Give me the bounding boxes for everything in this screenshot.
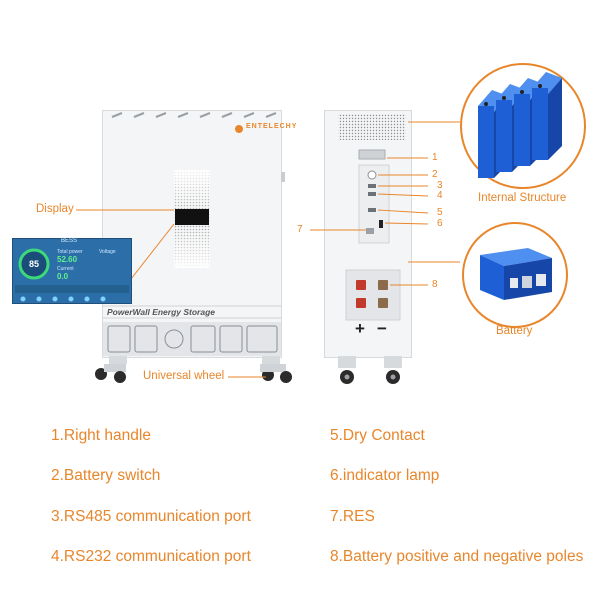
part-number-8: 8 [432,279,438,290]
terminal-positive-1 [356,280,366,290]
soc-value: 85 [28,259,39,269]
front-caster-right [260,356,292,383]
legend-item-7: 7.RES [330,508,375,525]
part-number-3: 3 [437,180,443,191]
screen-status-bar [15,285,129,293]
universal-wheel-label: Universal wheel [143,370,225,382]
legend-item-3: 3.RS485 communication port [51,508,251,525]
indicator-lamp [379,220,383,228]
front-caster-left [95,356,127,383]
legend-item-2: 2.Battery switch [51,467,161,484]
part-number-6: 6 [437,218,443,229]
soc-gauge-icon [18,248,50,280]
part-number-7: 7 [297,224,303,235]
part-leader-lines [310,157,429,286]
side-caster-right [386,370,400,384]
screen-nav-icons [20,296,106,302]
terminal-minus-sign: − [377,319,387,338]
product-label: PowerWall Energy Storage [107,307,216,317]
battery-switch-icon [367,170,377,180]
display-screen: BESS 85 Total power 52.60 Current 0.0 Vo… [12,238,132,304]
part-number-1: 1 [432,152,438,163]
front-display-window [175,209,209,225]
screen-row1-value: 52.60 [57,255,78,264]
legend-item-4: 4.RS232 communication port [51,548,251,565]
front-feature-icons [107,325,278,353]
terminal-negative-1 [378,280,388,290]
screen-row2-value: 0.0 [57,272,69,281]
rs485-port [368,184,376,188]
part-number-4: 4 [437,190,443,201]
right-handle [358,149,386,160]
legend-item-8: 8.Battery positive and negative poles [330,548,584,565]
battery-cells-icon [478,72,562,178]
legend-item-5: 5.Dry Contact [330,427,425,444]
dry-contact-port [368,208,376,212]
display-callout-label: Display [36,203,74,215]
front-icon-strip [103,322,281,356]
front-vent-slashes [111,111,277,119]
brand-name: ENTELECHY [246,123,298,130]
terminal-positive-2 [356,298,366,308]
legend-item-6: 6.indicator lamp [330,467,440,484]
brand-logo-icon [235,125,243,133]
part-number-2: 2 [432,169,438,180]
side-vent-grill [338,114,406,140]
internal-structure-label: Internal Structure [478,192,567,204]
part-number-5: 5 [437,207,443,218]
rs232-port [368,192,376,196]
legend-item-1: 1.Right handle [51,427,151,444]
screen-label-voltage: Voltage [99,249,116,255]
screen-label-current: Current [57,266,74,272]
terminal-negative-2 [378,298,388,308]
battery-label: Battery [496,325,533,337]
battery-icon [480,248,552,300]
screen-header: BESS [61,238,78,244]
side-caster-left [340,370,354,384]
front-side-handle [281,172,285,182]
terminal-panel [345,269,401,321]
res-port [366,228,374,234]
screen-label-total: Total power [57,249,83,255]
terminal-plus-sign: + [355,319,365,338]
